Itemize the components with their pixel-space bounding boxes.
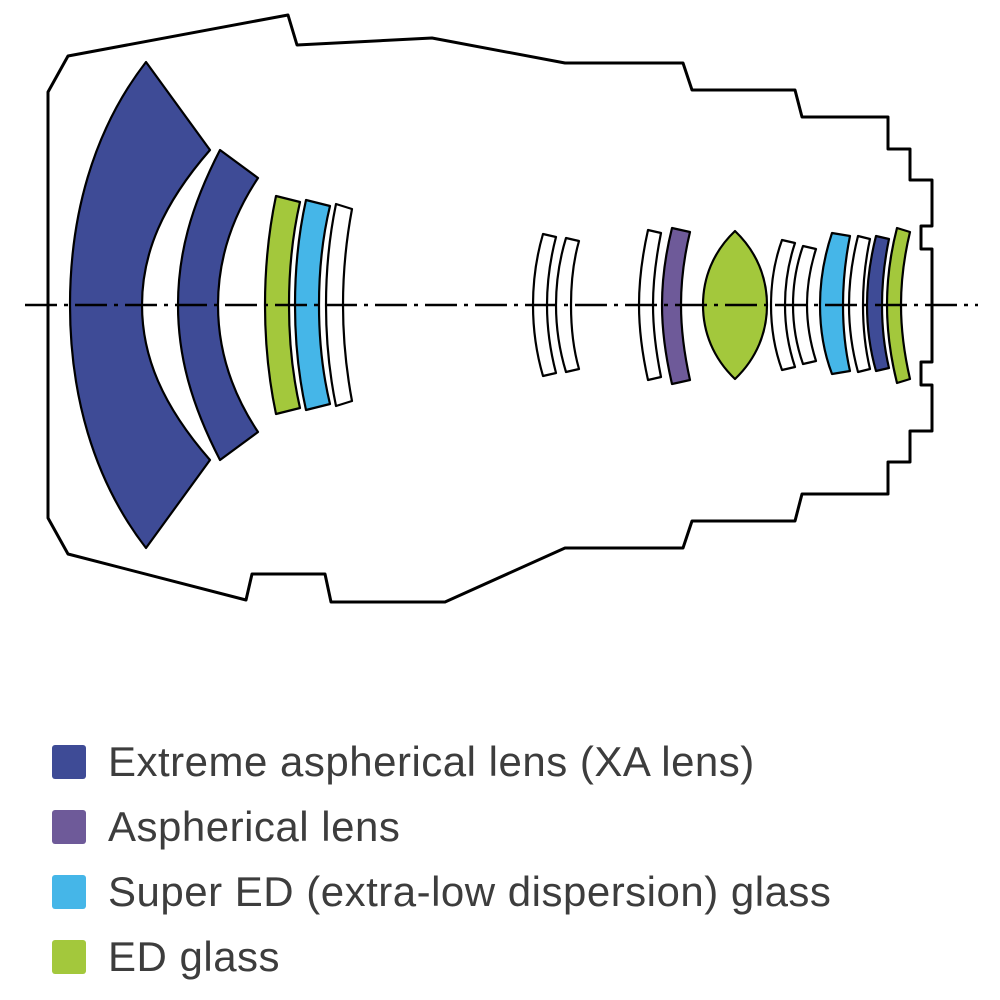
legend-item-aspherical-lens: Aspherical lens <box>52 803 831 851</box>
legend-swatch-xa-lens <box>52 745 86 779</box>
super-ed-element-1 <box>293 198 332 412</box>
legend-label-super-ed-glass: Super ED (extra-low dispersion) glass <box>108 868 832 915</box>
legend-label-aspherical-lens: Aspherical lens <box>108 803 401 850</box>
legend-item-ed-glass: ED glass <box>52 933 831 981</box>
legend-label-xa-lens: Extreme aspherical lens (XA lens) <box>108 738 755 785</box>
xa-lens-element-2 <box>176 148 260 462</box>
lens-diagram-container <box>25 13 978 604</box>
legend-item-xa-lens: Extreme aspherical lens (XA lens) <box>52 738 831 786</box>
xa-lens-element-3 <box>865 234 891 373</box>
standard-element-7 <box>847 234 872 374</box>
legend-swatch-aspherical-lens <box>52 810 86 844</box>
lens-barrel-outline <box>46 13 934 604</box>
super-ed-element-2 <box>818 231 852 376</box>
legend-label-ed-glass: ED glass <box>108 933 281 980</box>
legend: Extreme aspherical lens (XA lens) Aspher… <box>52 738 831 981</box>
lens-diagram <box>25 13 978 604</box>
legend-swatch-ed-glass <box>52 940 86 974</box>
legend-swatch-super-ed-glass <box>52 875 86 909</box>
legend-item-super-ed-glass: Super ED (extra-low dispersion) glass <box>52 868 831 916</box>
